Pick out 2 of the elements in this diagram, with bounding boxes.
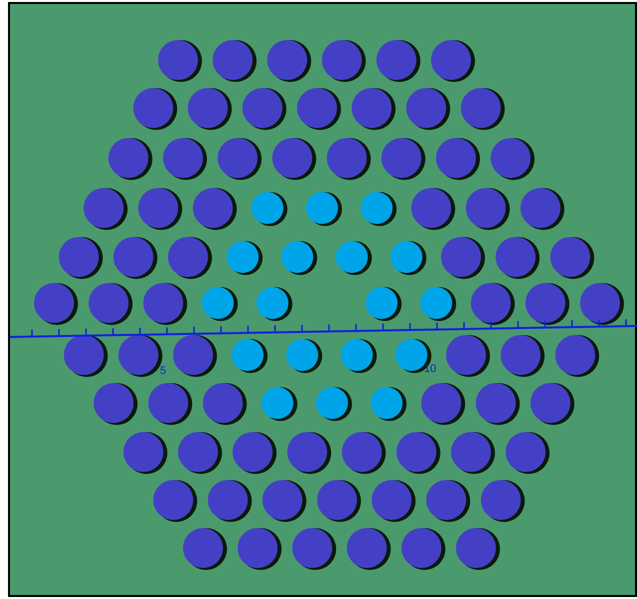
axis-tick-label: 5 [160,366,166,377]
axis-tick-label: 10 [424,364,436,375]
